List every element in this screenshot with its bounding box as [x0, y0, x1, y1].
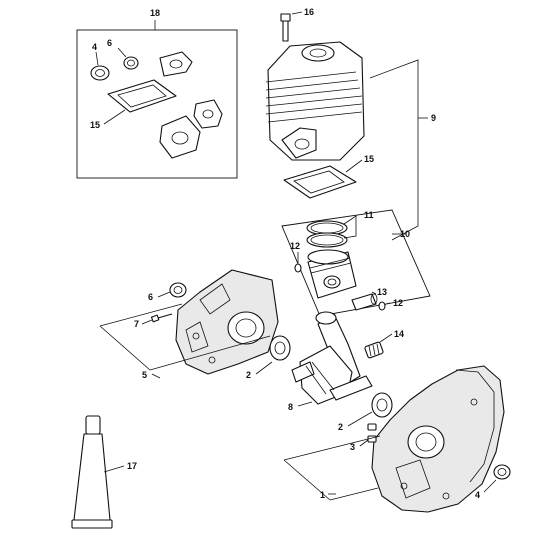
oil-seal-6: 6 — [148, 282, 187, 302]
callout-5: 5 — [142, 370, 147, 380]
bracket-5: 5 — [99, 303, 271, 380]
callout-2-upper-group: 2 — [246, 361, 273, 380]
cylinder-gasket-15-kit: 15 — [90, 79, 177, 130]
piston — [307, 249, 357, 299]
crankcase-half-left — [175, 269, 279, 375]
callout-6: 6 — [148, 292, 153, 302]
bracket-1: 1 2 3 — [283, 411, 381, 501]
callout-4-kit: 4 — [92, 42, 97, 52]
callout-14: 14 — [394, 329, 404, 339]
callout-12-left: 12 — [290, 241, 300, 251]
needle-cage: 14 — [364, 329, 404, 359]
callout-3: 3 — [350, 442, 355, 452]
callout-15-kit: 15 — [90, 120, 100, 130]
piston-box: 10 11 12 13 — [281, 209, 431, 317]
dowel-sleeves — [367, 423, 377, 443]
screw-7: 7 — [134, 313, 173, 329]
callout-16: 16 — [304, 7, 314, 17]
ball-bearing-upper — [269, 335, 291, 361]
bracket-9: 9 — [369, 59, 436, 241]
gasket-kit-box: 18 4 6 15 — [76, 8, 238, 179]
callout-15: 15 — [364, 154, 374, 164]
callout-11: 11 — [364, 210, 374, 220]
callout-10: 10 — [400, 229, 410, 239]
cylinder — [265, 41, 365, 161]
circlip-left: 12 — [290, 241, 302, 273]
callout-6-kit: 6 — [107, 38, 112, 48]
crankcase-half-right — [371, 365, 505, 513]
callout-2-lower: 2 — [338, 422, 343, 432]
oil-seal-6-kit: 6 — [107, 38, 139, 70]
callout-1: 1 — [320, 490, 325, 500]
carburetor-gasket-kit — [159, 51, 193, 77]
ball-bearing-lower — [371, 392, 393, 418]
grease-tube: 17 — [71, 415, 137, 529]
callout-13: 13 — [377, 287, 387, 297]
circlip-right: 12 — [378, 298, 403, 311]
oil-seal-4: 4 — [475, 464, 511, 500]
callout-17: 17 — [127, 461, 137, 471]
cylinder-gasket: 15 — [283, 154, 374, 199]
piston-pin: 13 — [351, 287, 387, 311]
intake-gasket-kit — [159, 99, 223, 159]
callout-8: 8 — [288, 402, 293, 412]
crankshaft: 8 — [288, 311, 373, 412]
callout-4: 4 — [475, 490, 480, 500]
callout-12-right: 12 — [393, 298, 403, 308]
callout-9: 9 — [431, 113, 436, 123]
callout-2-upper: 2 — [246, 370, 251, 380]
callout-18: 18 — [150, 8, 160, 18]
cylinder-screw: 16 — [280, 7, 314, 42]
oil-seal-4-kit: 4 — [90, 42, 110, 81]
piston-rings: 11 — [306, 210, 374, 248]
callout-7: 7 — [134, 319, 139, 329]
